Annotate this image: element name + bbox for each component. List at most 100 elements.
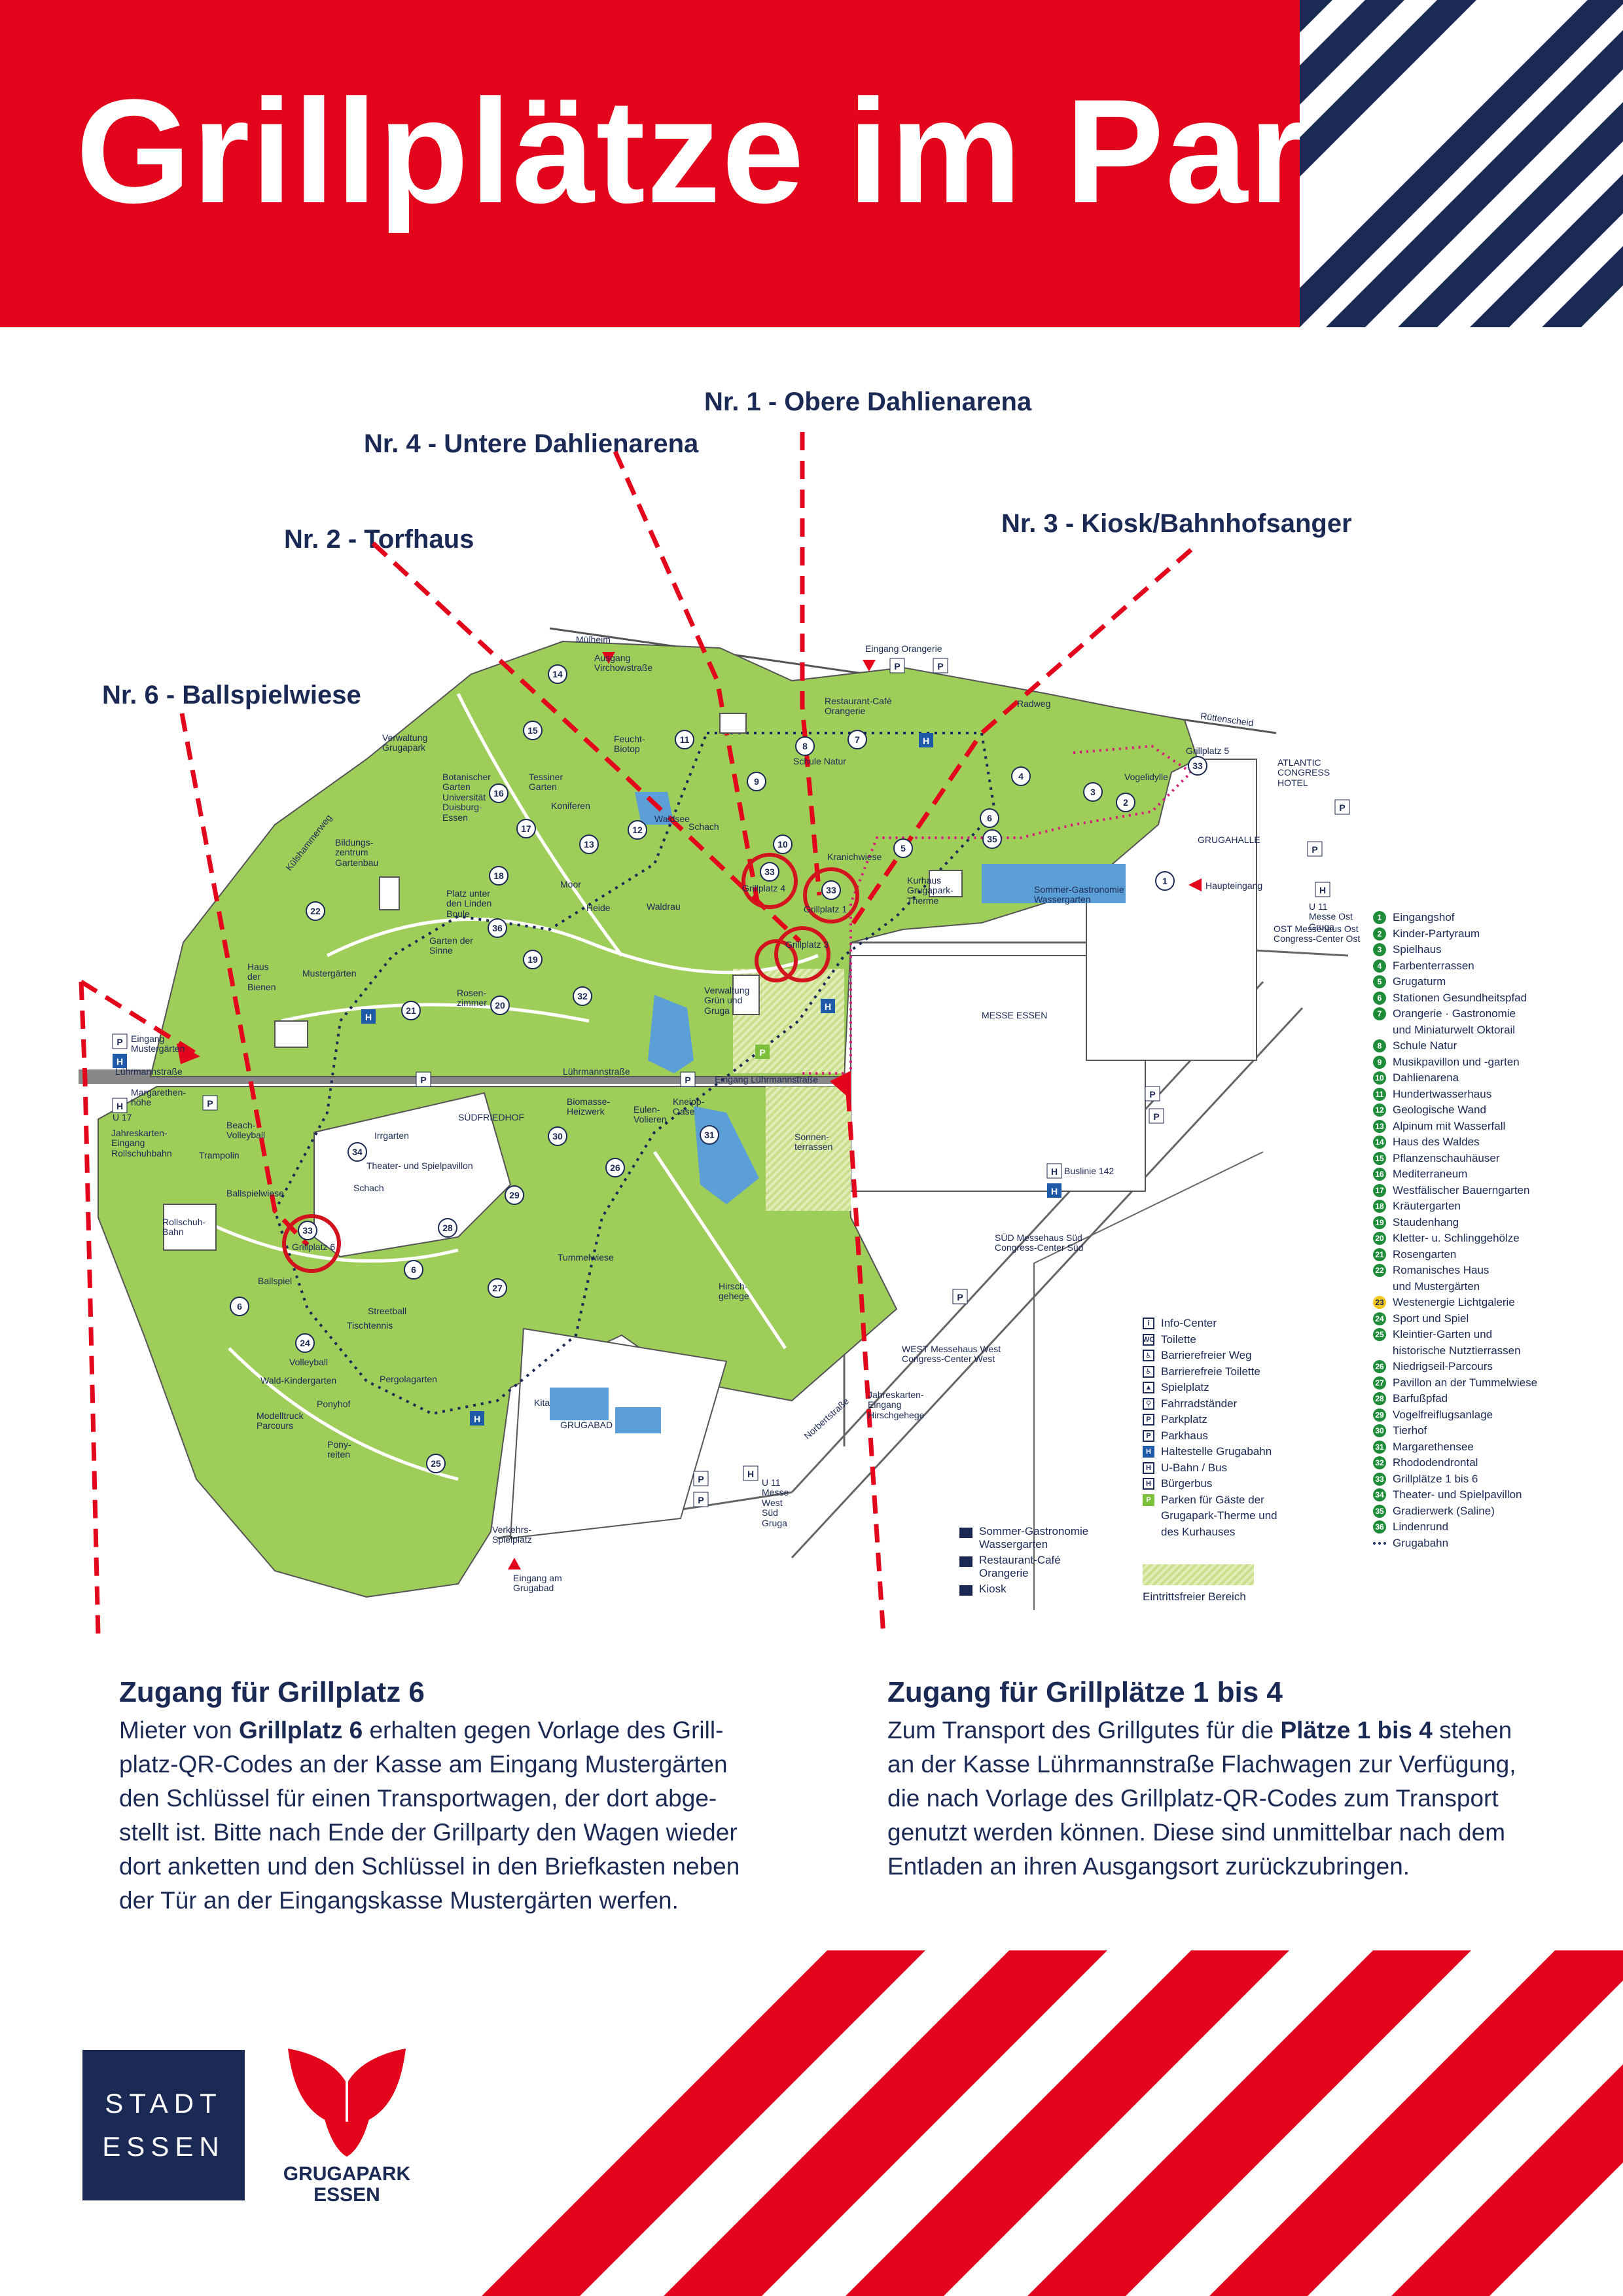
legend-number-badge: 19: [1373, 1215, 1386, 1229]
label-grillplatz1: Grillplatz 1: [804, 904, 847, 914]
legend-label: Gradierwerk (Saline): [1393, 1504, 1495, 1517]
legend-label: Hundertwasserhaus: [1393, 1087, 1492, 1100]
tulip-icon: [288, 2049, 406, 2157]
legend-label: Theater- und Spielpavillon: [1393, 1488, 1522, 1501]
legend-symbol-icon: ⚲: [1143, 1397, 1154, 1410]
symbol-legend-label: Barrierefreie Toilette: [1161, 1365, 1260, 1378]
svg-text:P: P: [957, 1292, 963, 1302]
legend-number-badge: 10: [1373, 1071, 1386, 1085]
label-grillplatz6: Grillplatz 6: [292, 1242, 336, 1252]
label-jahreskarten-hirsch: Jahreskarten-Eingang Hirschgehege: [868, 1390, 925, 1420]
legend-label: Westfälischer Bauerngarten: [1393, 1183, 1530, 1196]
label-botanischer-garten: Botanischer Garten Universität Duisburg-…: [442, 772, 491, 823]
svg-text:P: P: [894, 661, 900, 672]
label-restaurant-cafe: Restaurant-Café Orangerie: [825, 696, 892, 717]
legend-number-badge: 12: [1373, 1103, 1386, 1117]
legend-label: Mediterraneum: [1393, 1168, 1468, 1181]
legend-label: Westenergie Lichtgalerie: [1393, 1296, 1515, 1309]
legend-label: Pavillon an der Tummelwiese: [1393, 1376, 1538, 1389]
svg-text:P: P: [698, 1474, 704, 1484]
label-ballspiel: Ballspiel: [258, 1276, 293, 1286]
gastronomy-icon: [959, 1556, 972, 1567]
gastro-legend-item: Kiosk: [959, 1583, 1088, 1596]
svg-text:P: P: [937, 661, 943, 672]
svg-text:P: P: [207, 1098, 213, 1109]
label-modelltruck: Modelltruck Parcours: [257, 1410, 304, 1431]
legend-number-badge: 35: [1373, 1504, 1386, 1518]
label-grillplatz4: Grillplatz 4: [742, 883, 786, 893]
symbol-legend-label: Parkhaus: [1161, 1429, 1208, 1442]
label-ost: OST Messehaus Ost Congress-Center Ost: [1274, 924, 1361, 944]
legend-item: Grugabahn: [1373, 1535, 1623, 1552]
symbol-legend-item: ♿Barrierefreie Toilette: [1143, 1364, 1277, 1380]
legend-label: Alpinum mit Wasserfall: [1393, 1119, 1506, 1132]
legend-label: Kinder-Partyraum: [1393, 927, 1480, 940]
legend-number-badge: 24: [1373, 1312, 1386, 1325]
svg-text:H: H: [116, 1101, 123, 1111]
grugapark-wordmark: GRUGAPARK ESSEN: [283, 2163, 411, 2206]
legend-number-badge: 23: [1373, 1296, 1386, 1310]
label-feucht-biotop: Feucht-Biotop: [614, 734, 645, 755]
legend-symbol-icon: P: [1143, 1429, 1154, 1442]
park-area-north: [149, 640, 1199, 1077]
gastro-legend-label: Orangerie: [979, 1567, 1029, 1579]
label-hirschgehege: Hirsch-gehege: [719, 1281, 749, 1302]
label-waldrau: Waldrau: [647, 901, 681, 912]
label-biomasse: Biomasse-Heizwerk: [567, 1096, 611, 1117]
label-sommer-gastro: Sommer-Gastronomie Wassergarten: [1034, 884, 1124, 905]
label-grugabad: GRUGABAD: [560, 1420, 613, 1430]
label-moor: Moor: [560, 879, 581, 889]
legend-label: Orangerie · Gastronomie: [1393, 1007, 1516, 1020]
legend-item: 17 Westfälischer Bauerngarten: [1373, 1183, 1623, 1199]
legend-symbol-icon: H: [1143, 1446, 1154, 1458]
legend-number-badge: 31: [1373, 1440, 1386, 1454]
legend-symbol-icon: P: [1143, 1414, 1154, 1426]
label-mustergaerten: Mustergärten: [302, 968, 357, 978]
label-verwaltung-gruen: Verwaltung Grün und Gruga: [704, 985, 750, 1016]
label-luehrmannstrasse-mid: Lührmannstraße: [563, 1066, 630, 1077]
legend-item: und Mustergärten: [1373, 1279, 1623, 1295]
page-title: Grillplätze im Park: [76, 68, 1391, 234]
legend-number-badge: 15: [1373, 1151, 1386, 1165]
legend-number-badge: 16: [1373, 1168, 1386, 1181]
grillplatz-6-marker: [282, 1214, 341, 1273]
callout-nr3: Nr. 3 - Kiosk/Bahnhofsanger: [1001, 509, 1352, 538]
gastro-legend-label: Wassergarten: [979, 1538, 1048, 1551]
svg-text:33: 33: [826, 885, 836, 895]
legend-number-badge: 33: [1373, 1472, 1386, 1486]
legend-item: 23 Westenergie Lichtgalerie: [1373, 1295, 1623, 1311]
legend-label: Niedrigseil-Parcours: [1393, 1360, 1493, 1373]
legend-number-badge: 17: [1373, 1183, 1386, 1197]
label-garten-sinne: Garten der Sinne: [429, 935, 473, 956]
svg-text:10: 10: [777, 839, 788, 850]
svg-text:P: P: [1153, 1111, 1159, 1122]
legend-label: Schule Natur: [1393, 1039, 1457, 1052]
svg-text:18: 18: [493, 870, 504, 881]
label-platz-unter-linden: Platz unter den Linden Boule: [446, 888, 492, 919]
legend-number-badge: 28: [1373, 1392, 1386, 1406]
label-muelheim: Mülheim: [576, 634, 611, 645]
label-kranichwiese: Kranichwiese: [827, 852, 882, 862]
svg-text:6: 6: [411, 1265, 416, 1275]
legend-number-badge: 30: [1373, 1424, 1386, 1438]
label-ponyreiten: Pony-reiten: [327, 1439, 351, 1460]
svg-text:36: 36: [492, 923, 503, 933]
label-eulen: Eulen-Volieren: [633, 1104, 667, 1125]
symbol-legend-label: Parkplatz: [1161, 1413, 1207, 1426]
legend-number-badge: 2: [1373, 927, 1386, 941]
label-streetball: Streetball: [368, 1306, 407, 1316]
label-radweg: Radweg: [1017, 698, 1051, 709]
legend-number-badge: 6: [1373, 991, 1386, 1005]
label-tischtennis: Tischtennis: [347, 1320, 393, 1331]
label-grillplatz3: Grillplatz 3: [785, 939, 829, 950]
